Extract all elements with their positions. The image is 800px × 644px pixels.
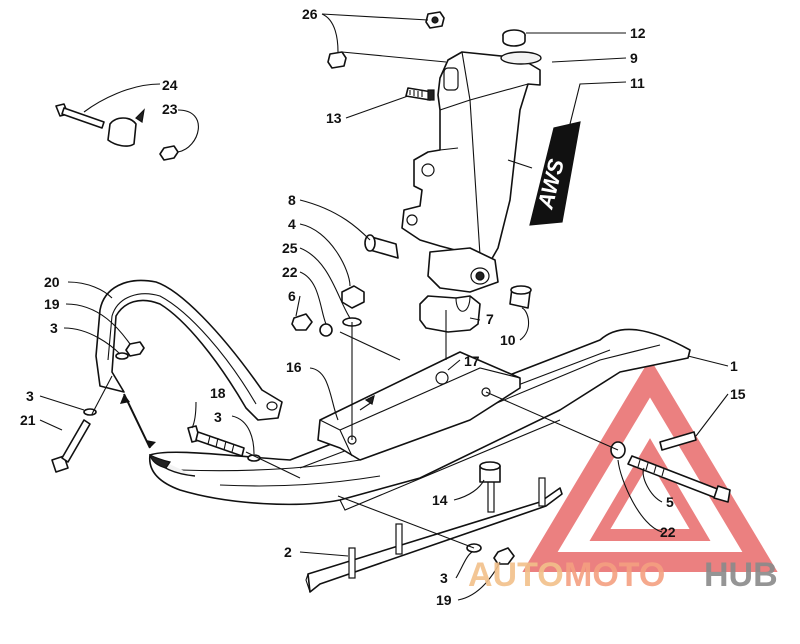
label-24: 24 [162,77,178,93]
housing-slot [443,67,459,91]
watermark-text: AUTO MOTO HUB [468,556,778,594]
bolt-13 [405,87,435,101]
label-17: 17 [464,353,480,369]
label-13: 13 [326,110,342,126]
label-3-mid: 3 [214,409,222,425]
label-11: 11 [630,75,645,91]
label-3-upper: 3 [50,320,58,336]
washer [247,454,261,462]
aws-decal: AWS [529,121,581,226]
bolt-24 [55,103,105,129]
label-15: 15 [730,386,746,402]
watermark-triangle [522,358,778,572]
label-2: 2 [284,544,292,560]
watermark-auto: AUTO [468,556,564,594]
bolt-15 [659,431,697,451]
pivot-block [427,247,499,293]
watermark-hub: HUB [704,556,778,594]
label-9: 9 [630,50,638,66]
nut-4 [341,285,365,309]
label-25: 25 [282,240,298,256]
label-10: 10 [500,332,516,348]
callout-labels: 26 12 9 11 24 23 13 8 4 25 22 20 6 19 7 … [20,6,746,608]
wear-bar [305,477,563,593]
bolt-18 [187,425,245,457]
nut-23 [159,145,179,161]
watermark-moto: MOTO [564,556,665,594]
washer [115,352,129,360]
spindle-top [500,51,542,65]
label-23: 23 [162,101,178,117]
label-20: 20 [44,274,60,290]
bracket-23 [107,108,145,147]
nut-19-bottom [493,547,515,565]
assembly-arrow [120,393,156,449]
label-8: 8 [288,192,296,208]
spacer [479,461,501,483]
label-12: 12 [630,25,646,41]
wear-block [419,295,481,333]
nut-6 [291,313,313,331]
label-19-bottom: 19 [436,592,452,608]
label-4: 4 [288,216,296,232]
label-22-lower: 22 [660,524,676,540]
label-18: 18 [210,385,226,401]
washer-22-left [319,323,333,337]
bolt-5 [627,455,731,503]
label-14: 14 [432,492,448,508]
housing-hole [421,163,435,177]
label-22-upper: 22 [282,264,298,280]
housing-hole [406,214,418,226]
nut-19-upper [125,341,145,357]
label-16: 16 [286,359,302,375]
label-26: 26 [302,6,318,22]
label-3-left: 3 [26,388,34,404]
label-7: 7 [486,311,494,327]
label-1: 1 [730,358,738,374]
bushing-right [509,285,532,309]
nut-26-top [425,11,445,29]
bolt-21 [51,419,91,473]
label-6: 6 [288,288,296,304]
cap [502,29,526,47]
label-21: 21 [20,412,36,428]
spindle-housing [401,51,542,263]
washer [83,408,97,416]
ski-handle [95,279,283,421]
ski-saddle [317,351,521,461]
label-19-upper: 19 [44,296,60,312]
label-3-bottom: 3 [440,570,448,586]
leader-lines [39,13,729,601]
bushing [364,234,399,259]
label-5: 5 [666,494,674,510]
nut-26-left [327,51,347,69]
